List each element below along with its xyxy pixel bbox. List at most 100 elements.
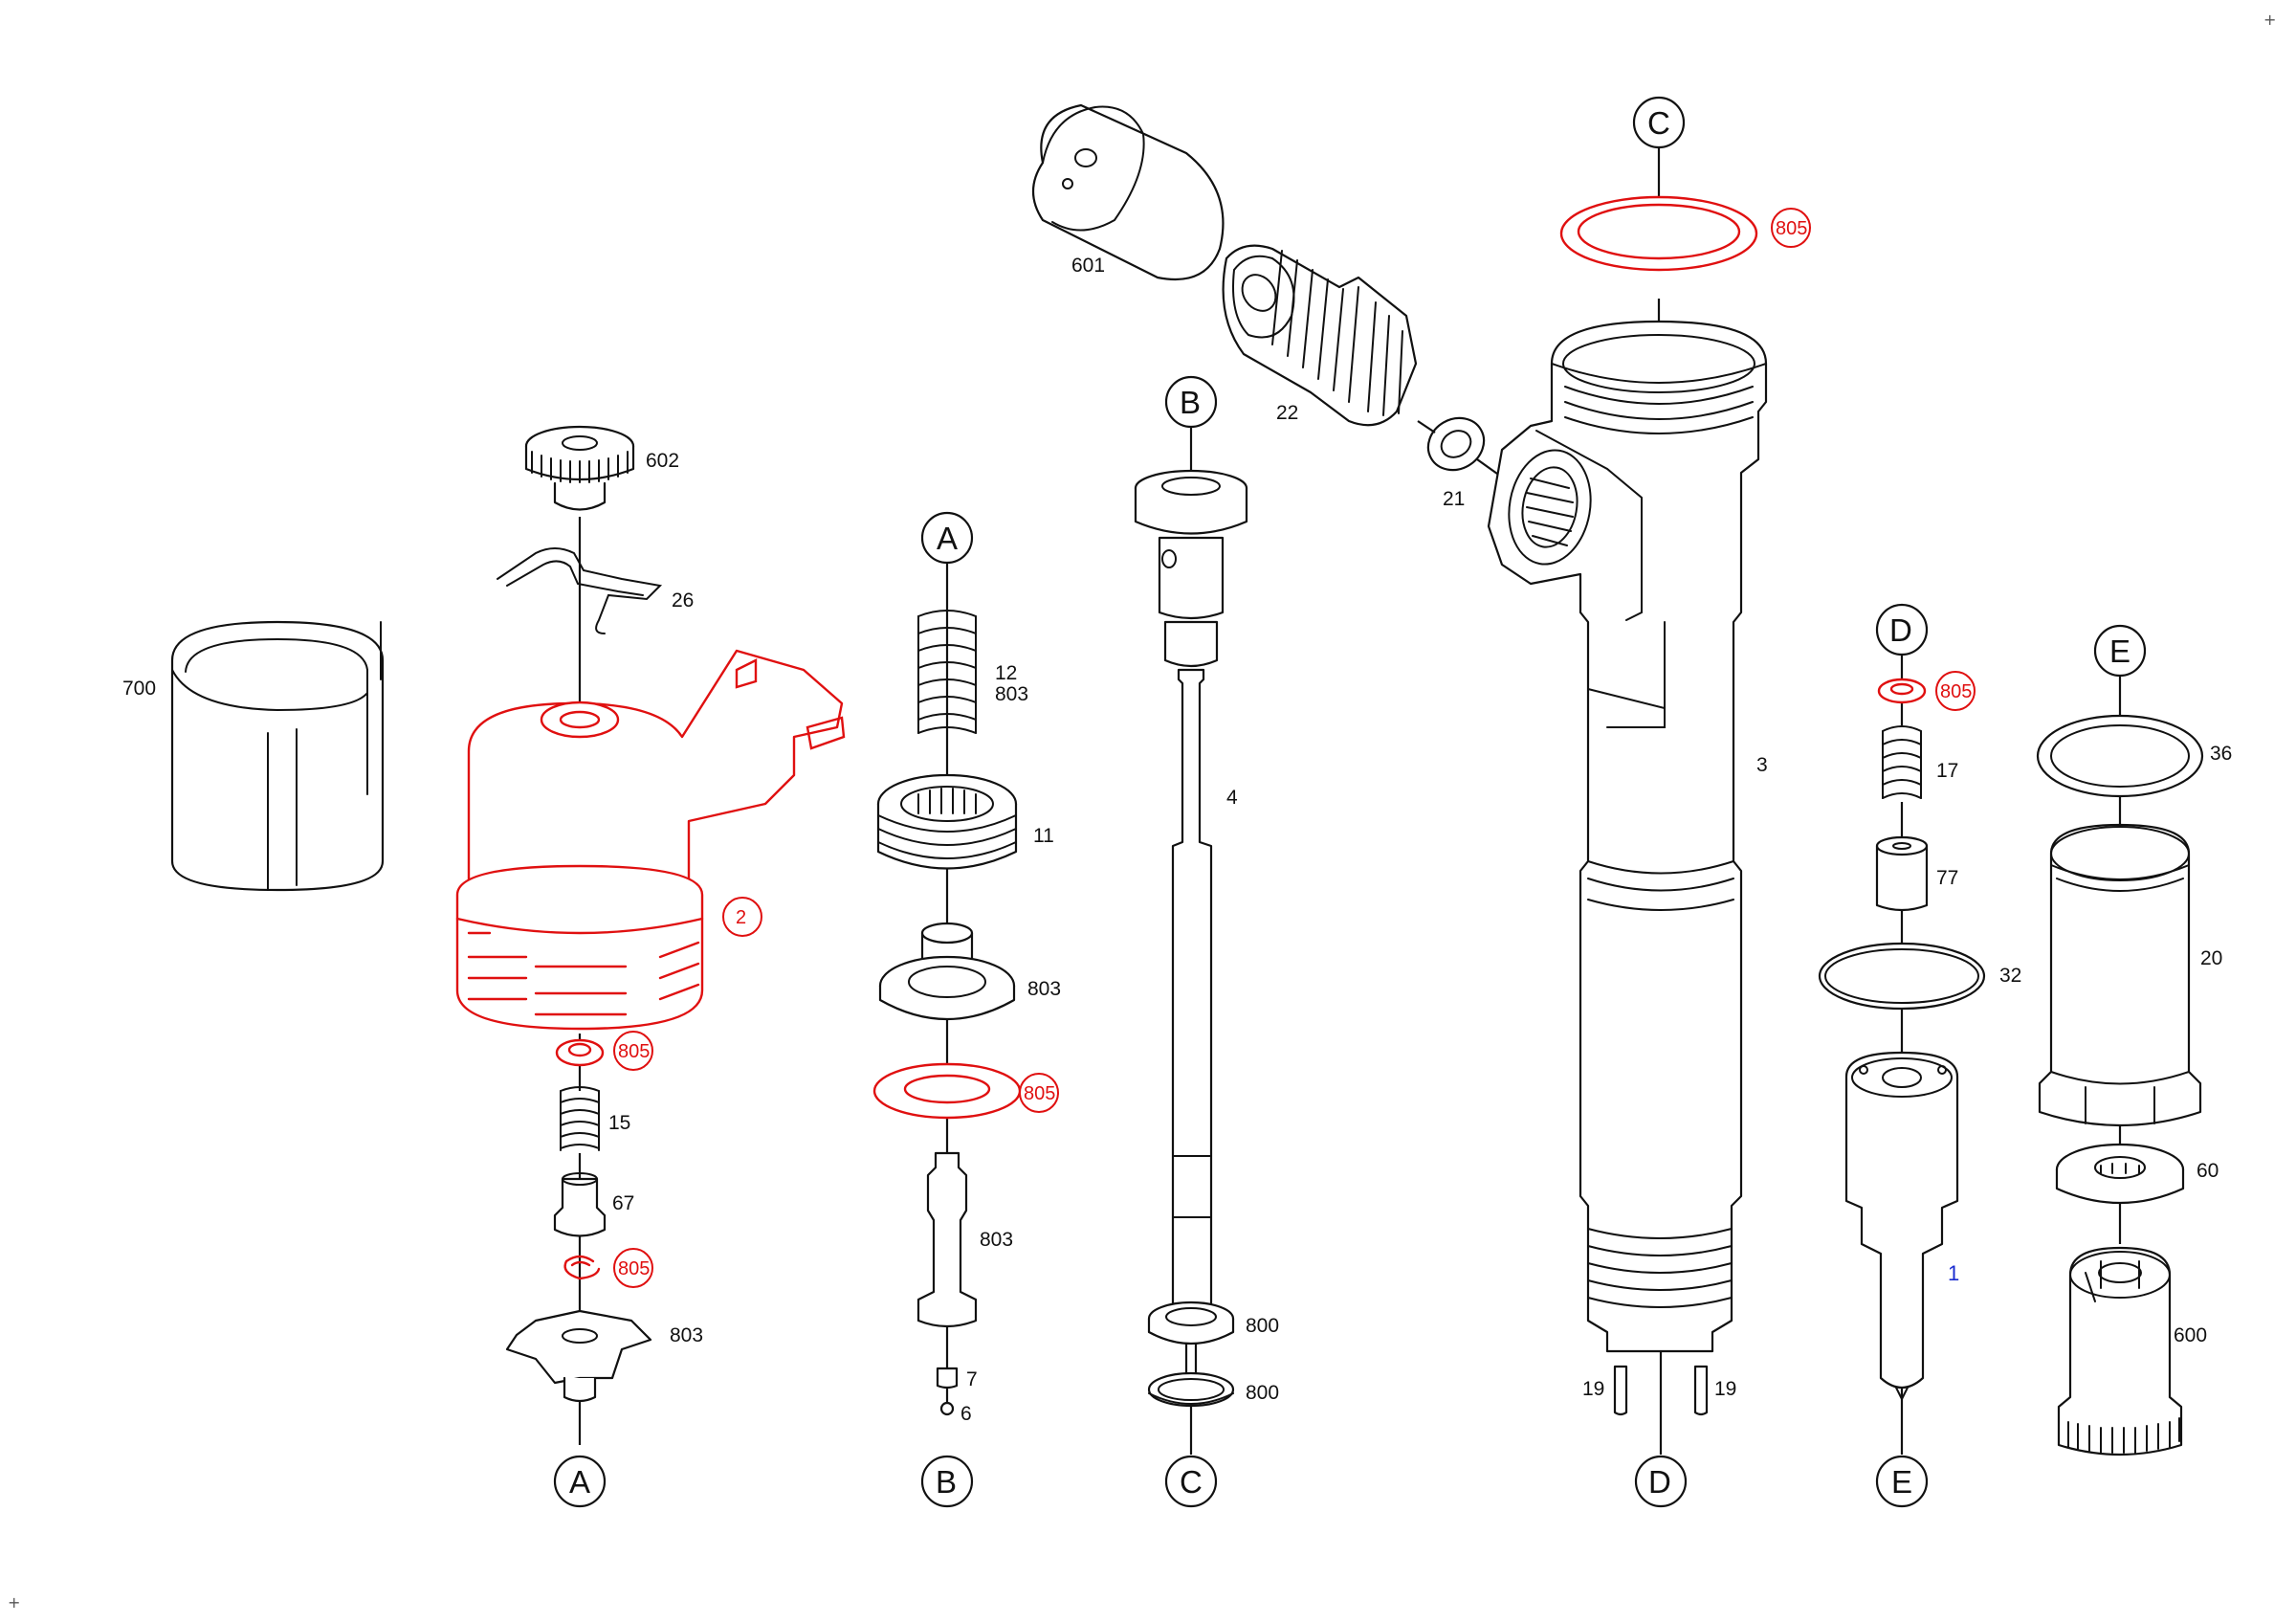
label-77: 77 [1936, 867, 1958, 889]
part-36-washer [2036, 714, 2204, 798]
connector-C-bottom: C [1164, 1455, 1218, 1508]
svg-text:D: D [1889, 612, 1912, 648]
part-19-pin-a [1613, 1365, 1628, 1416]
part-4-valve-stem [1134, 469, 1248, 1380]
part-60-spacer-ring [2055, 1143, 2185, 1205]
part-800-ring-a [1147, 1301, 1235, 1345]
label-600: 600 [2174, 1324, 2207, 1346]
svg-text:B: B [936, 1464, 957, 1500]
label-7: 7 [966, 1368, 978, 1390]
label-22: 22 [1276, 402, 1298, 424]
part-11-threaded-nut [876, 773, 1018, 870]
connector-E-bottom: E [1875, 1455, 1929, 1508]
part-26-wire-clip [497, 547, 663, 634]
part-6-ball [939, 1401, 955, 1416]
badge-circle-2 [722, 897, 762, 937]
label-67: 67 [612, 1192, 634, 1214]
part-805-clip-a [563, 1255, 601, 1280]
part-805-ring-c [1559, 195, 1758, 272]
badge-circle-805-5 [1935, 671, 1976, 711]
part-67-valve-piece [553, 1172, 607, 1237]
badge-circle-805-4 [1771, 208, 1811, 248]
label-4: 4 [1226, 787, 1238, 809]
label-3: 3 [1756, 754, 1768, 776]
part-602-knurled-cap [524, 425, 635, 511]
svg-text:B: B [1180, 385, 1201, 420]
part-803-piston [916, 1151, 978, 1328]
connector-C-top: C [1632, 96, 1686, 149]
label-15: 15 [608, 1112, 630, 1134]
connector-B-bottom: B [920, 1455, 974, 1508]
badge-805-1: 805 [618, 1041, 650, 1062]
badge-circle-805-3 [1019, 1073, 1059, 1113]
svg-text:C: C [1180, 1464, 1203, 1500]
part-7-ball-seat [936, 1367, 959, 1390]
part-22-fitting [1222, 244, 1418, 427]
connector-A-bottom: A [553, 1455, 607, 1508]
part-800-ring-b [1147, 1371, 1235, 1408]
part-32-o-ring [1818, 942, 1986, 1011]
label-602: 602 [646, 450, 679, 472]
badge-805-5: 805 [1940, 681, 1972, 702]
part-21-washer [1426, 416, 1486, 472]
label-36: 36 [2210, 743, 2232, 765]
svg-text:D: D [1648, 1464, 1671, 1500]
label-800-a: 800 [1246, 1315, 1279, 1337]
svg-text:A: A [937, 521, 958, 556]
svg-text:E: E [1891, 1464, 1912, 1500]
part-805-shim-b [872, 1062, 1022, 1120]
part-17-spring [1882, 725, 1922, 802]
connector-D-top: D [1875, 603, 1929, 656]
label-700: 700 [122, 678, 156, 700]
part-803-valve-seat [878, 922, 1016, 1020]
label-601: 601 [1071, 255, 1105, 277]
leader-22-21 [1417, 420, 1436, 434]
corner-mark-bottom-left: + [8, 1593, 20, 1612]
part-1-nozzle [1844, 1051, 1959, 1402]
part-803-armature-plate [505, 1309, 652, 1403]
badge-805-3: 805 [1024, 1083, 1055, 1104]
label-803-d: 803 [980, 1229, 1013, 1251]
part-15-spring [559, 1086, 601, 1153]
svg-text:C: C [1647, 105, 1670, 141]
label-21: 21 [1443, 488, 1465, 510]
badge-805-2: 805 [618, 1258, 650, 1279]
label-800-b: 800 [1246, 1382, 1279, 1404]
part-19-pin-b [1693, 1365, 1709, 1416]
label-1: 1 [1948, 1261, 1959, 1285]
svg-text:E: E [2109, 634, 2130, 669]
corner-mark-top-right: + [2263, 11, 2276, 29]
connector-E-top: E [2093, 624, 2147, 678]
part-700-sleeve [170, 620, 385, 892]
label-60: 60 [2197, 1160, 2219, 1182]
badge-805-4: 805 [1776, 218, 1807, 239]
badge-circle-805-2 [613, 1248, 653, 1288]
connector-A-top: A [920, 511, 974, 565]
part-805-seal-d [1877, 678, 1927, 704]
connector-B-top: B [1164, 375, 1218, 429]
part-600-socket [2057, 1246, 2183, 1456]
part-3-injector-body [1487, 320, 1768, 1353]
label-803-b: 803 [995, 683, 1028, 705]
label-6: 6 [960, 1403, 972, 1425]
label-17: 17 [1936, 760, 1958, 782]
label-803-a: 803 [670, 1324, 703, 1346]
part-20-nozzle-nut [2038, 823, 2202, 1127]
part-601-cap [1032, 103, 1225, 281]
label-803-c: 803 [1027, 978, 1061, 1000]
label-11: 11 [1033, 825, 1054, 847]
label-12: 12 [995, 662, 1017, 684]
part-805-seal-a [555, 1038, 605, 1067]
part-77-spacer [1875, 835, 1929, 912]
label-20: 20 [2200, 947, 2222, 969]
part-12-spring [917, 610, 977, 734]
label-19-b: 19 [1714, 1378, 1736, 1400]
badge-circle-805-1 [613, 1031, 653, 1071]
connector-D-bottom: D [1634, 1455, 1688, 1508]
label-26: 26 [672, 589, 694, 611]
label-2: 2 [736, 907, 746, 928]
label-32: 32 [1999, 965, 2021, 987]
part-2-solenoid-valve [455, 649, 846, 1031]
label-19-a: 19 [1582, 1378, 1604, 1400]
